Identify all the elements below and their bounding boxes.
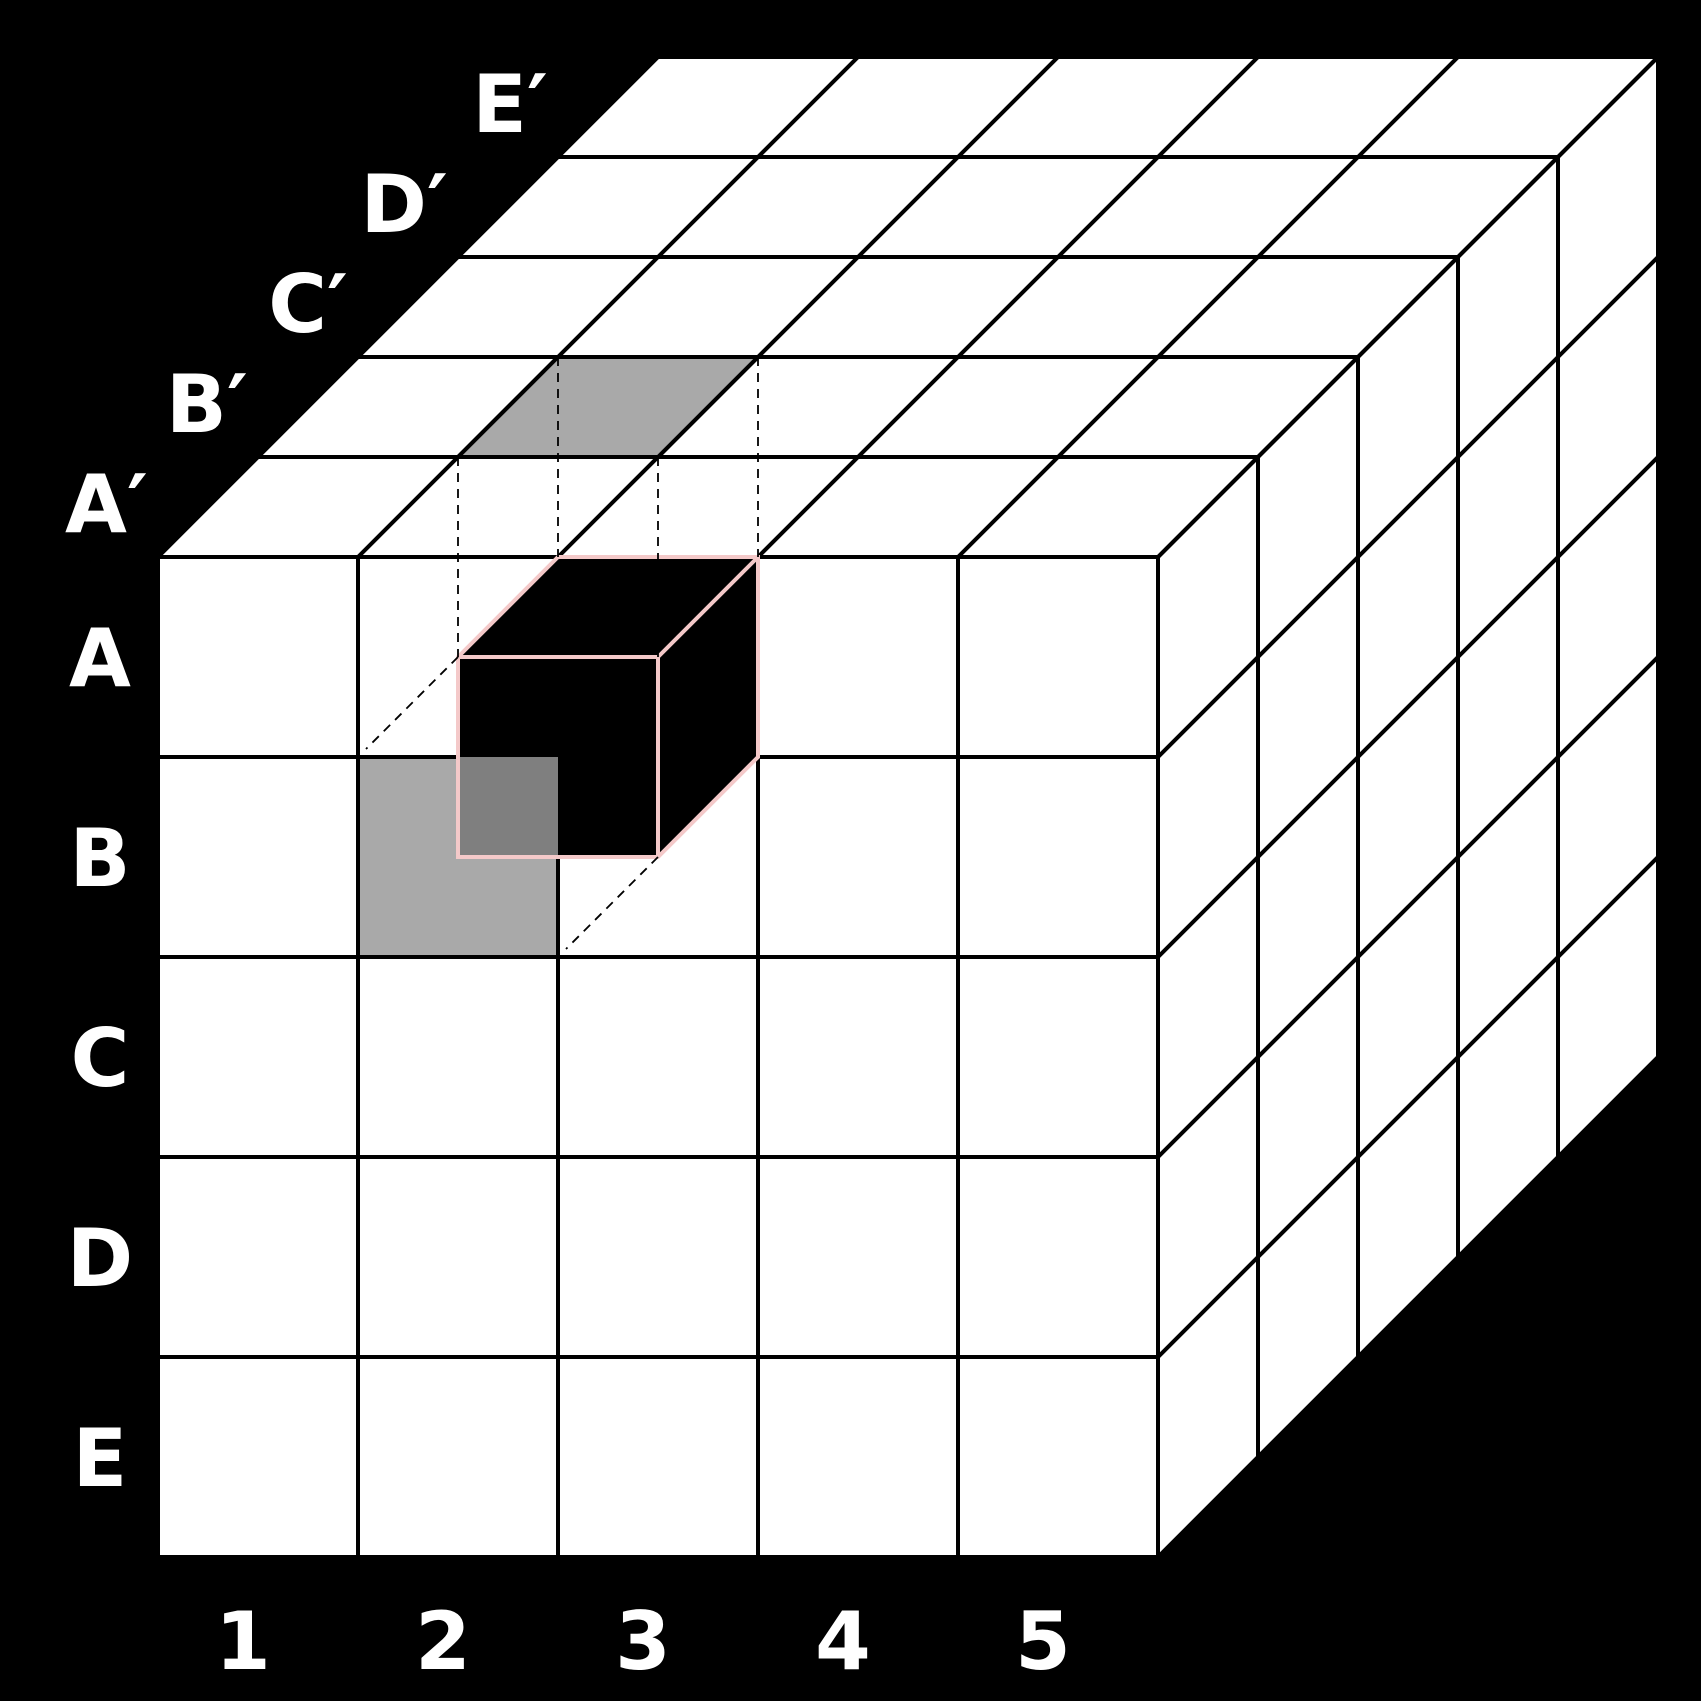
column-label-2: 2 <box>415 1595 471 1688</box>
right-diagonal-line <box>1155 1054 1661 1560</box>
highlight-overlay <box>356 355 763 959</box>
depth-label-3: C′ <box>268 258 348 351</box>
row-label-a: A <box>69 612 131 705</box>
grid-lines <box>155 54 1661 1560</box>
axis-labels: A B C D E1 2 3 4 5 A′B′C′D′E′ <box>65 58 1071 1688</box>
column-label-4: 4 <box>815 1595 871 1688</box>
row-label-e: E <box>73 1412 128 1505</box>
top-diagonal-line <box>955 54 1461 560</box>
column-label-5: 5 <box>1015 1595 1071 1688</box>
cube-top-edge <box>656 555 760 659</box>
right-diagonal-line <box>1155 854 1661 1360</box>
top-diagonal-line <box>155 54 661 560</box>
projection-overlap <box>458 757 558 857</box>
projection-dashed-line <box>565 856 659 950</box>
column-label-1: 1 <box>215 1595 271 1688</box>
right-diagonal-line <box>1155 654 1661 1160</box>
depth-label-4: D′ <box>361 158 449 251</box>
row-label-d: D <box>67 1212 133 1305</box>
row-label-c: C <box>71 1012 130 1105</box>
top-diagonal-line <box>555 54 1061 560</box>
column-label-3: 3 <box>615 1595 671 1688</box>
top-diagonal-line <box>755 54 1261 560</box>
right-diagonal-line <box>1155 254 1661 760</box>
depth-label-2: B′ <box>166 358 248 451</box>
depth-label-5: E′ <box>472 58 548 151</box>
top-diagonal-line <box>355 54 861 560</box>
right-diagonal-line <box>1155 54 1661 560</box>
right-diagonal-line <box>1155 454 1661 960</box>
depth-label-1: A′ <box>65 458 148 551</box>
row-label-b: B <box>70 812 131 905</box>
highlighted-cube <box>456 555 760 859</box>
projection-dashed-line <box>365 656 459 750</box>
